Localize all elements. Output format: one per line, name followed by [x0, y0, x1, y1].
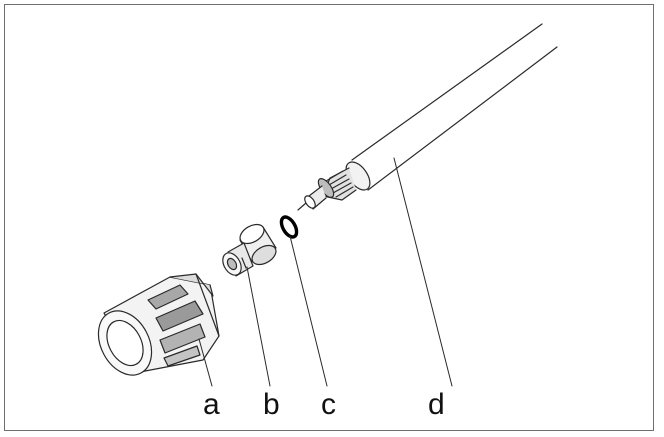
part-a-cap-nut — [97, 273, 220, 376]
label-d: d — [428, 388, 445, 421]
leader-line-d — [393, 157, 453, 387]
label-a: a — [203, 388, 220, 421]
part-b-insert — [222, 223, 277, 277]
part-d-tube — [297, 23, 558, 211]
leader-line-c — [289, 235, 328, 387]
label-b: b — [263, 388, 280, 421]
part-c-o-ring — [279, 215, 299, 239]
leader-line-a — [198, 338, 213, 387]
label-c: c — [321, 388, 336, 421]
leader-lines — [198, 157, 453, 387]
leader-line-b — [246, 266, 271, 387]
